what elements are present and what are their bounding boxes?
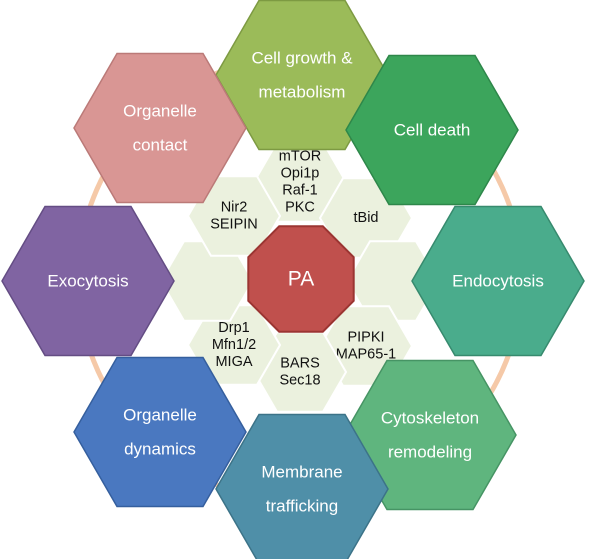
outer-hexagon-cell-death xyxy=(345,54,519,206)
inner-label-nir2: Nir2 xyxy=(221,200,248,216)
inner-label-bars: Sec18 xyxy=(279,373,320,389)
inner-label-mtor: Opi1p xyxy=(281,166,320,182)
inner-label-mtor: mTOR xyxy=(279,149,321,165)
inner-label-tbid: tBid xyxy=(354,210,379,226)
outer-label-exocytosis: Exocytosis xyxy=(47,272,128,291)
outer-label-organelle-contact: Organelle xyxy=(123,102,197,121)
center-node: PA xyxy=(247,225,355,333)
outer-label-cell-death: Cell death xyxy=(394,121,471,140)
outer-node-cell-death: Cell death xyxy=(345,54,519,206)
outer-node-organelle-contact: Organelle contact xyxy=(73,52,247,204)
center-octagon xyxy=(247,225,355,333)
outer-label-cytoskeleton: remodeling xyxy=(388,443,472,462)
inner-label-drp1: Drp1 xyxy=(218,320,249,336)
outer-node-exocytosis: Exocytosis xyxy=(1,205,175,357)
outer-hexagon-organelle-dynamics xyxy=(73,356,247,508)
outer-hexagon-membrane-trafficking xyxy=(215,413,389,559)
outer-node-organelle-dynamics: Organelle dynamics xyxy=(73,356,247,508)
inner-label-bars: BARS xyxy=(280,356,320,372)
outer-hexagon-exocytosis xyxy=(1,205,175,357)
outer-label-cell-growth: Cell growth & xyxy=(251,49,353,68)
outer-node-membrane-trafficking: Membrane trafficking xyxy=(215,413,389,559)
outer-label-cytoskeleton: Cytoskeleton xyxy=(381,409,479,428)
outer-node-cytoskeleton: Cytoskeleton remodeling xyxy=(343,359,517,511)
outer-label-organelle-dynamics: dynamics xyxy=(124,440,196,459)
inner-label-pipki: MAP65-1 xyxy=(336,347,396,363)
outer-label-endocytosis: Endocytosis xyxy=(452,272,544,291)
outer-node-endocytosis: Endocytosis xyxy=(411,205,585,357)
outer-label-cell-growth: metabolism xyxy=(259,83,346,102)
outer-hexagon-organelle-contact xyxy=(73,52,247,204)
outer-label-membrane-trafficking: Membrane xyxy=(261,463,342,482)
inner-label-pipki: PIPKI xyxy=(347,330,384,346)
outer-label-organelle-dynamics: Organelle xyxy=(123,406,197,425)
outer-hexagon-endocytosis xyxy=(411,205,585,357)
inner-label-nir2: SEIPIN xyxy=(210,217,258,233)
inner-label-drp1: MIGA xyxy=(215,354,252,370)
outer-label-membrane-trafficking: trafficking xyxy=(266,497,338,516)
inner-label-mtor: Raf-1 xyxy=(282,183,317,199)
center-label: PA xyxy=(288,268,314,291)
outer-node-cell-growth: Cell growth & metabolism xyxy=(215,0,389,151)
outer-label-organelle-contact: contact xyxy=(133,136,188,155)
inner-label-drp1: Mfn1/2 xyxy=(212,337,256,353)
inner-label-mtor: PKC xyxy=(285,200,315,216)
